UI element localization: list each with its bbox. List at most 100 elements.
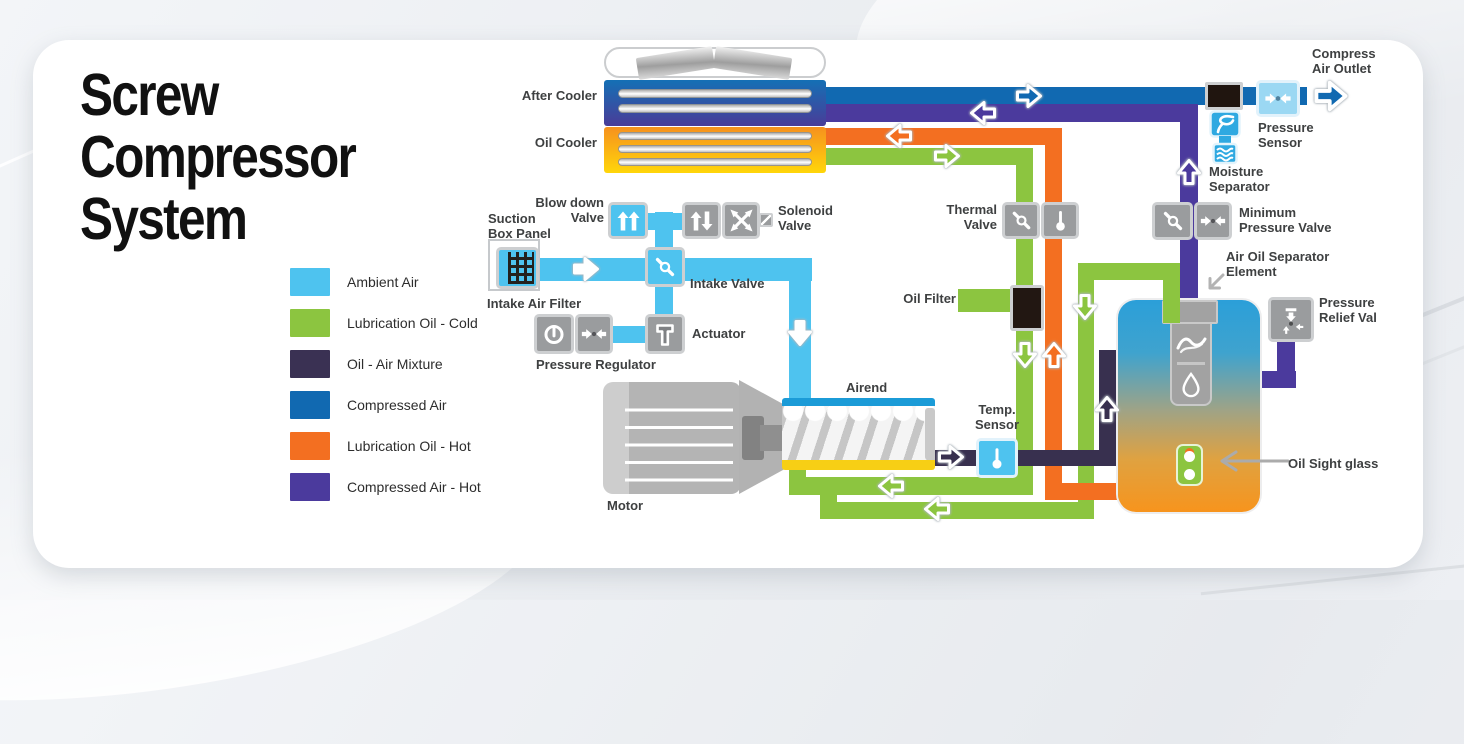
pipe-mixture-tank-stub	[1099, 350, 1122, 366]
flow-arrow-compressed-air-right	[1014, 81, 1044, 111]
legend-label: Lubrication Oil - Hot	[347, 438, 471, 454]
actuator-box	[645, 314, 685, 354]
intake-air-filter-box	[496, 247, 539, 289]
flow-arrow-compressed-hot-up	[1174, 157, 1204, 187]
thermal-valve-box-2	[1041, 202, 1079, 239]
legend: Ambient Air Lubrication Oil - Cold Oil -…	[290, 268, 481, 514]
legend-label: Oil - Air Mixture	[347, 356, 443, 372]
solenoid-valve-box-2	[722, 202, 760, 239]
actuator-label: Actuator	[692, 326, 746, 341]
flow-arrow-oil-return-left	[876, 471, 906, 501]
pressure-relief-valve-label: Pressure Relief Val	[1319, 295, 1377, 325]
temp-sensor-label: Temp. Sensor	[974, 402, 1020, 432]
valve-icon	[1163, 211, 1182, 231]
flow-arrow-ambient-right	[571, 254, 601, 284]
flow-arrow-oil-cold-down	[1010, 340, 1040, 370]
legend-swatch	[290, 268, 330, 296]
solenoid-valve-box-1	[682, 202, 721, 239]
flow-arrow-outlet-right	[1312, 77, 1350, 115]
airend-label: Airend	[846, 380, 888, 395]
pipe-comphot-tank-stub	[1256, 371, 1296, 388]
pipe-oilhot-tank-stub	[1045, 483, 1121, 500]
flow-arrow-oil-hot-up	[1039, 340, 1069, 370]
pipe-oilcold-tank-horizontal	[1078, 263, 1177, 280]
legend-swatch	[290, 432, 330, 460]
pipe-ambient-regulator	[606, 326, 648, 343]
pipe-oilcold-stub-airend	[789, 455, 806, 480]
inward-arrows-icon	[1265, 93, 1291, 104]
legend-item: Lubrication Oil - Hot	[290, 432, 481, 460]
crossed-arrows-icon	[729, 209, 753, 232]
air-oil-separator-element-label: Air Oil Separator Element	[1226, 249, 1330, 279]
filter-grid-icon	[507, 252, 534, 284]
thermal-valve-box-1	[1002, 202, 1040, 239]
double-up-arrows-icon	[617, 211, 639, 230]
pressure-sensor-box	[1256, 80, 1300, 117]
blow-down-valve-label: Blow down Valve	[535, 195, 604, 225]
compress-air-outlet-label: Compress Air Outlet	[1312, 46, 1376, 76]
inward-arrows-icon	[1200, 216, 1226, 226]
motor-label: Motor	[607, 498, 644, 513]
pipe-comphot-horizontal	[820, 104, 1198, 122]
thermometer-icon	[992, 448, 1002, 469]
legend-item: Ambient Air	[290, 268, 481, 296]
flow-arrow-oil-cold-right	[932, 141, 962, 171]
flow-arrow-mixture-up	[1092, 394, 1122, 424]
pipe-oilcold-stub-join	[820, 479, 837, 507]
thermometer-icon	[1055, 211, 1065, 231]
suction-box-panel-label: Suction Box Panel	[488, 211, 551, 241]
legend-swatch	[290, 350, 330, 378]
minimum-pressure-valve-label: Minimum Pressure Valve	[1239, 205, 1332, 235]
legend-label: Lubrication Oil - Cold	[347, 315, 478, 331]
oil-cooler-label: Oil Cooler	[534, 135, 597, 150]
pressure-relief-valve-box	[1268, 297, 1314, 342]
legend-label: Compressed Air	[347, 397, 447, 413]
legend-item: Lubrication Oil - Cold	[290, 309, 481, 337]
minimum-pressure-valve-box-1	[1152, 202, 1193, 240]
legend-item: Compressed Air - Hot	[290, 473, 481, 501]
pressure-regulator-box-2	[575, 314, 613, 354]
flow-arrow-oil-hot-left	[884, 121, 914, 151]
legend-swatch	[290, 473, 330, 501]
pipe-oilcold-return-upper	[789, 477, 1033, 495]
temp-sensor-box	[976, 438, 1018, 478]
flow-arrow-mixture-right	[936, 442, 966, 472]
flow-arrow-scavenge-down	[1070, 292, 1100, 322]
legend-swatch	[290, 309, 330, 337]
pressure-sensor-label: Pressure Sensor	[1258, 120, 1314, 150]
intake-valve-box	[645, 247, 685, 287]
legend-item: Compressed Air	[290, 391, 481, 419]
legend-swatch	[290, 391, 330, 419]
pipe-oilcold-filter-stub	[958, 289, 1012, 312]
inward-arrows-icon	[581, 329, 607, 339]
intake-air-filter-label: Intake Air Filter	[487, 296, 582, 311]
blow-down-valve-box	[608, 202, 648, 239]
pipe-oilcold-return-lower	[820, 502, 1094, 519]
pressure-regulator-box-1	[534, 314, 574, 354]
pipe-ambient-valve-bottom	[655, 284, 673, 318]
pipe-ambient-tee	[640, 213, 695, 230]
page-title: Screw Compressor System	[80, 62, 357, 252]
valve-icon	[1012, 211, 1030, 230]
flow-arrow-scavenge-left	[922, 494, 952, 524]
up-down-arrows-icon	[690, 211, 713, 230]
intake-valve-label: Intake Valve	[690, 276, 765, 291]
pipe-oilcold-top	[820, 148, 1033, 165]
thermal-valve-label: Thermal Valve	[946, 202, 997, 232]
flow-arrow-ambient-down	[785, 318, 815, 348]
solenoid-tag	[759, 213, 773, 227]
legend-label: Compressed Air - Hot	[347, 479, 481, 495]
t-actuator-icon	[656, 324, 674, 346]
oil-filter-label: Oil Filter	[903, 291, 956, 306]
pipe-oilhot-vertical	[1045, 128, 1062, 492]
relief-valve-icon	[1282, 307, 1304, 334]
moisture-separator-box	[1205, 82, 1243, 110]
pressure-regulator-label: Pressure Regulator	[536, 357, 656, 372]
legend-label: Ambient Air	[347, 274, 419, 290]
legend-item: Oil - Air Mixture	[290, 350, 481, 378]
valve-icon	[655, 257, 675, 277]
minimum-pressure-valve-box-2	[1194, 202, 1232, 240]
gauge-icon	[544, 324, 564, 344]
moisture-separator-label: Moisture Separator	[1209, 164, 1270, 194]
pipe-oilcold-element-drop	[1163, 263, 1180, 323]
